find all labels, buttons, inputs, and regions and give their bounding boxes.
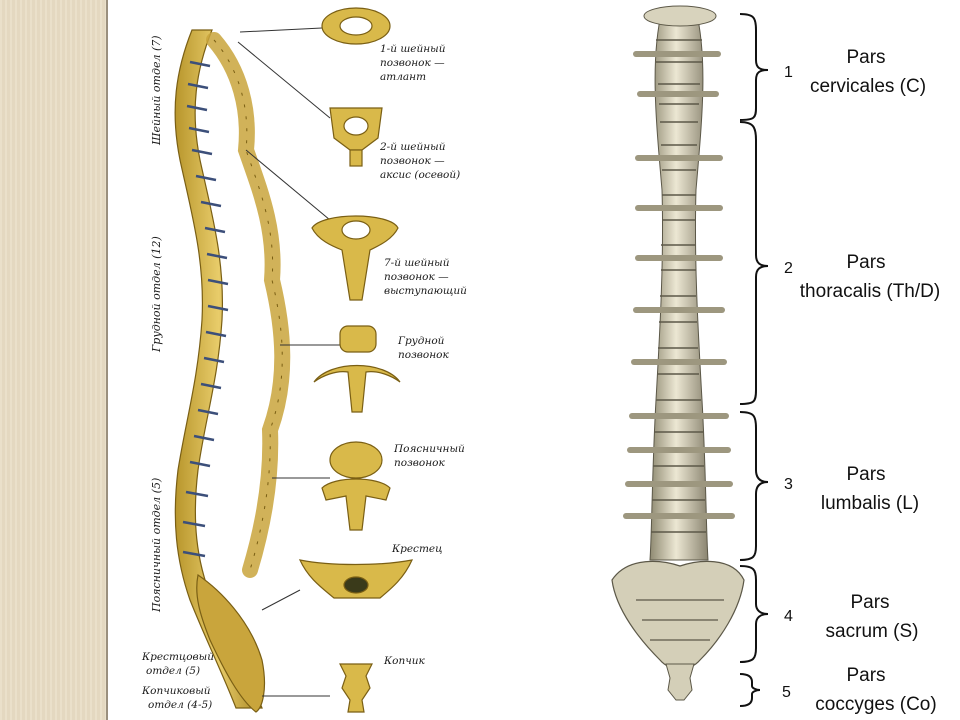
axis-label-line1: 2-й шейный [379,141,446,153]
c7-vertebra [311,215,399,301]
section-number-4: 4 [784,608,793,625]
axis-label-line2: позвонок — [380,155,445,167]
sacral-label-line1: Крестцовый [141,651,214,663]
c7-label-line1: 7-й шейный [384,257,450,269]
thoracic-vertebra [313,325,401,413]
vertebral-column-body [174,29,263,709]
lumbar-vertebra-label-line2: позвонок [394,457,445,469]
section-5-line1: Pars [846,665,885,686]
thoracic-vertebra-label-line1: Грудной [397,335,445,347]
atlas-vertebra [321,7,391,45]
lumbar-vertebra [321,441,391,531]
lumbar-vertebra-label-line1: Поясничный [393,443,465,455]
strip-border [106,0,108,720]
brace-thoracic [739,121,769,405]
left-decorative-strip [0,0,108,720]
vertebral-bodies-column [649,9,709,561]
section-number-1: 1 [784,64,793,81]
coccygeal-label-line1: Копчиковый [141,685,211,697]
brace-sacrum [739,565,769,663]
lateral-spine-illustration [174,29,291,713]
anterior-spine-illustration [611,5,745,701]
section-braces [739,13,769,707]
sacrum-vertebra-label: Крестец [391,543,442,555]
coccygeal-label-line2: отдел (4-5) [148,699,212,711]
axis-vertebra [329,107,383,167]
brace-coccyx [739,673,761,707]
spinous-processes [206,32,291,578]
sacrum-lateral [196,573,266,713]
isolated-vertebrae [298,7,414,713]
brace-cervical [739,13,769,121]
section-number-5: 5 [782,684,791,701]
callout-lines [237,27,340,697]
vertebral-segments [651,39,706,533]
coccyx-vertebra [339,663,373,713]
section-1-line1: Pars [846,47,885,68]
section-1-line2: cervicales (C) [810,76,926,97]
sacrum-vertebra [298,559,414,599]
transverse-processes [623,51,735,519]
section-3-line1: Pars [846,464,885,485]
section-2-line2: thoracalis (Th/D) [800,281,940,302]
thoracic-region-label: Грудной отдел (12) [150,236,163,353]
section-number-3: 3 [784,476,793,493]
section-number-2: 2 [784,260,793,277]
section-4-line1: Pars [850,592,889,613]
intervertebral-discs [182,60,229,558]
cervical-region-label: Шейный отдел (7) [150,35,163,146]
thoracic-vertebra-label-line2: позвонок [398,349,449,361]
sacral-label-line2: отдел (5) [146,665,200,677]
section-2-line1: Pars [846,252,885,273]
axis-label-line3: аксис (осевой) [380,169,460,181]
brace-lumbar [739,411,769,561]
coccyx-anterior [665,663,695,701]
section-3-line2: lumbalis (L) [821,493,919,514]
atlas-label-line3: атлант [380,71,426,83]
c7-label-line3: выступающий [384,285,467,297]
atlas-top [643,5,717,27]
c7-label-line2: позвонок — [384,271,449,283]
sacral-lines [636,599,724,641]
coccyx-vertebra-label: Копчик [383,655,426,667]
atlas-label-line1: 1-й шейный [380,43,446,55]
sacrum-anterior [611,560,745,670]
atlas-label-line2: позвонок — [380,57,445,69]
section-4-line2: sacrum (S) [826,621,919,642]
section-5-line2: coccyges (Co) [815,694,936,715]
lumbar-region-label: Поясничный отдел (5) [150,478,163,613]
